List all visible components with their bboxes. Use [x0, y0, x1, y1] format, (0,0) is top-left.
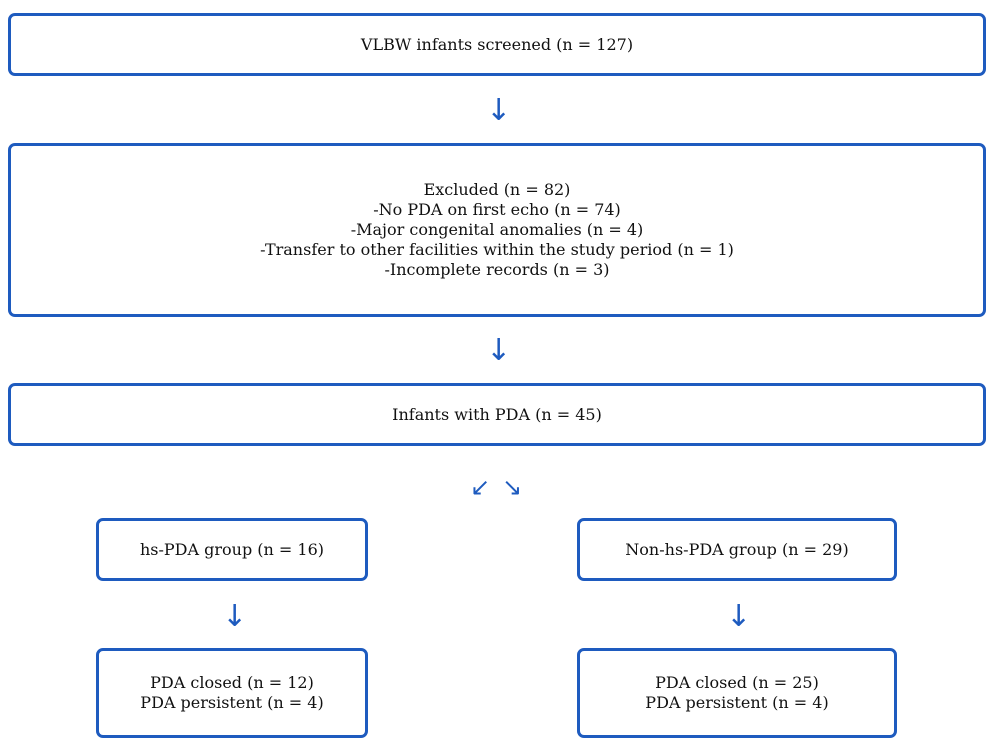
non-hs-pda-outcome-box: PDA closed (n = 25) PDA persistent (n = … — [577, 648, 897, 738]
excluded-reason-incomplete: -Incomplete records (n = 3) — [384, 260, 610, 279]
arrow-down-left-icon: ↙ — [470, 473, 491, 501]
infants-with-pda-label: Infants with PDA (n = 45) — [392, 404, 602, 424]
non-hs-pda-persistent-label: PDA persistent (n = 4) — [645, 693, 829, 712]
infants-with-pda-box: Infants with PDA (n = 45) — [8, 383, 986, 446]
hs-pda-group-label: hs-PDA group (n = 16) — [139, 539, 325, 559]
excluded-reason-transfer: -Transfer to other facilities within the… — [260, 240, 734, 259]
excluded-reason-no-pda: -No PDA on first echo (n = 74) — [373, 200, 621, 219]
excluded-box: Excluded (n = 82) -No PDA on first echo … — [8, 143, 986, 317]
non-hs-pda-group-label: Non-hs-PDA group (n = 29) — [625, 539, 849, 559]
arrow-down-icon: ↓ — [486, 333, 512, 368]
excluded-reason-anomalies: -Major congenital anomalies (n = 4) — [350, 220, 644, 239]
excluded-title: Excluded (n = 82) — [423, 180, 571, 199]
arrow-down-icon: ↓ — [726, 599, 752, 634]
hs-pda-persistent-label: PDA persistent (n = 4) — [140, 693, 324, 712]
arrow-down-icon: ↓ — [222, 599, 248, 634]
non-hs-pda-closed-label: PDA closed (n = 25) — [655, 673, 819, 692]
screened-label: VLBW infants screened (n = 127) — [360, 34, 634, 54]
screened-box: VLBW infants screened (n = 127) — [8, 13, 986, 76]
hs-pda-outcome-box: PDA closed (n = 12) PDA persistent (n = … — [96, 648, 368, 738]
hs-pda-closed-label: PDA closed (n = 12) — [150, 673, 314, 692]
non-hs-pda-group-box: Non-hs-PDA group (n = 29) — [577, 518, 897, 581]
arrow-down-icon: ↓ — [486, 93, 512, 128]
hs-pda-group-box: hs-PDA group (n = 16) — [96, 518, 368, 581]
arrow-down-right-icon: ↘ — [502, 473, 523, 501]
